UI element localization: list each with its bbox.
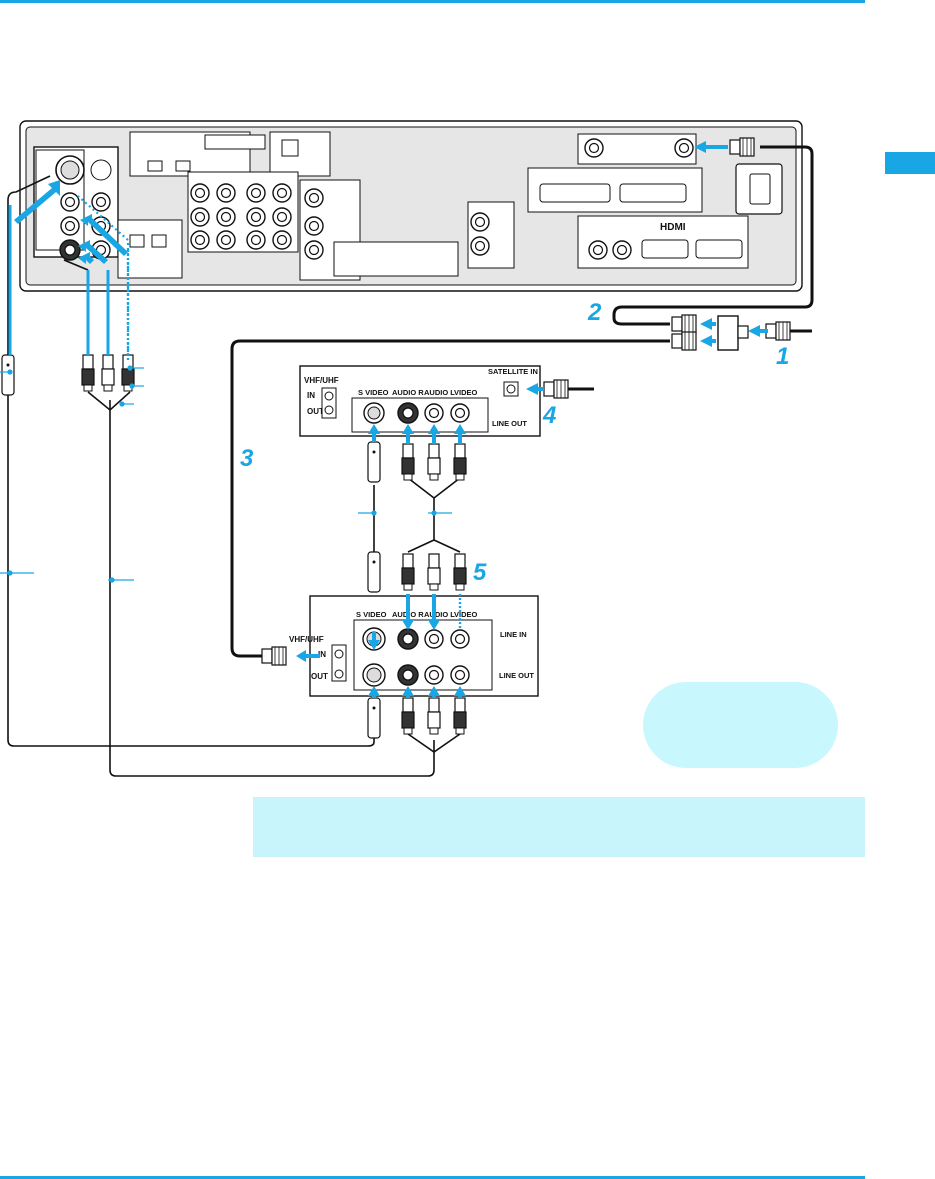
blue-cable-paths <box>8 205 110 355</box>
top-rule <box>0 0 865 3</box>
satellite-receiver: VHF/UHF IN OUT S VIDEO AUDIO R AUDIO L V… <box>299 365 541 437</box>
sat-audio-r-label: AUDIO R <box>392 388 424 397</box>
sat-video-label: VIDEO <box>454 388 478 397</box>
tv-rear-panel: HDMI <box>19 120 803 292</box>
vcr-rf-out-label: OUT <box>311 672 328 681</box>
vcr-rf-in-label: IN <box>318 650 326 659</box>
splitter <box>671 314 791 351</box>
direction-arrows <box>14 141 768 698</box>
vcr-line-in-label: LINE IN <box>500 630 527 639</box>
vcr-line-out-label: LINE OUT <box>499 671 534 680</box>
sat-audio-l-label: AUDIO L <box>424 388 455 397</box>
step-3-number: 3 <box>240 445 254 472</box>
step-5-number: 5 <box>473 559 487 586</box>
vcr-svideo-label: S VIDEO <box>356 610 387 619</box>
hdmi-logo: HDMI <box>660 222 686 233</box>
step-2-number: 2 <box>587 299 602 326</box>
sat-rf-in-label: IN <box>307 391 315 400</box>
step-1-number: 1 <box>776 343 789 370</box>
sat-rf-out-label: OUT <box>307 407 324 416</box>
vcr: VHF/UHF IN OUT S VIDEO AUDIO R AUDIO L V… <box>289 595 539 697</box>
cables <box>230 145 814 658</box>
side-tab <box>885 152 935 174</box>
sat-svideo-label: S VIDEO <box>358 388 389 397</box>
vcr-rf-title: VHF/UHF <box>289 635 324 644</box>
sat-rf-title: VHF/UHF <box>304 376 339 385</box>
video-dotted <box>126 250 462 630</box>
vcr-audio-l-label: AUDIO L <box>424 610 455 619</box>
tip-bubble <box>643 682 838 768</box>
sat-line-out-label: LINE OUT <box>492 419 527 428</box>
callout-ticks <box>0 365 452 583</box>
sat-satellite-in-label: SATELLITE IN <box>488 367 538 376</box>
vcr-video-label: VIDEO <box>454 610 478 619</box>
bottom-rule <box>0 1176 865 1179</box>
note-box <box>253 797 865 857</box>
step-4-number: 4 <box>542 402 556 429</box>
